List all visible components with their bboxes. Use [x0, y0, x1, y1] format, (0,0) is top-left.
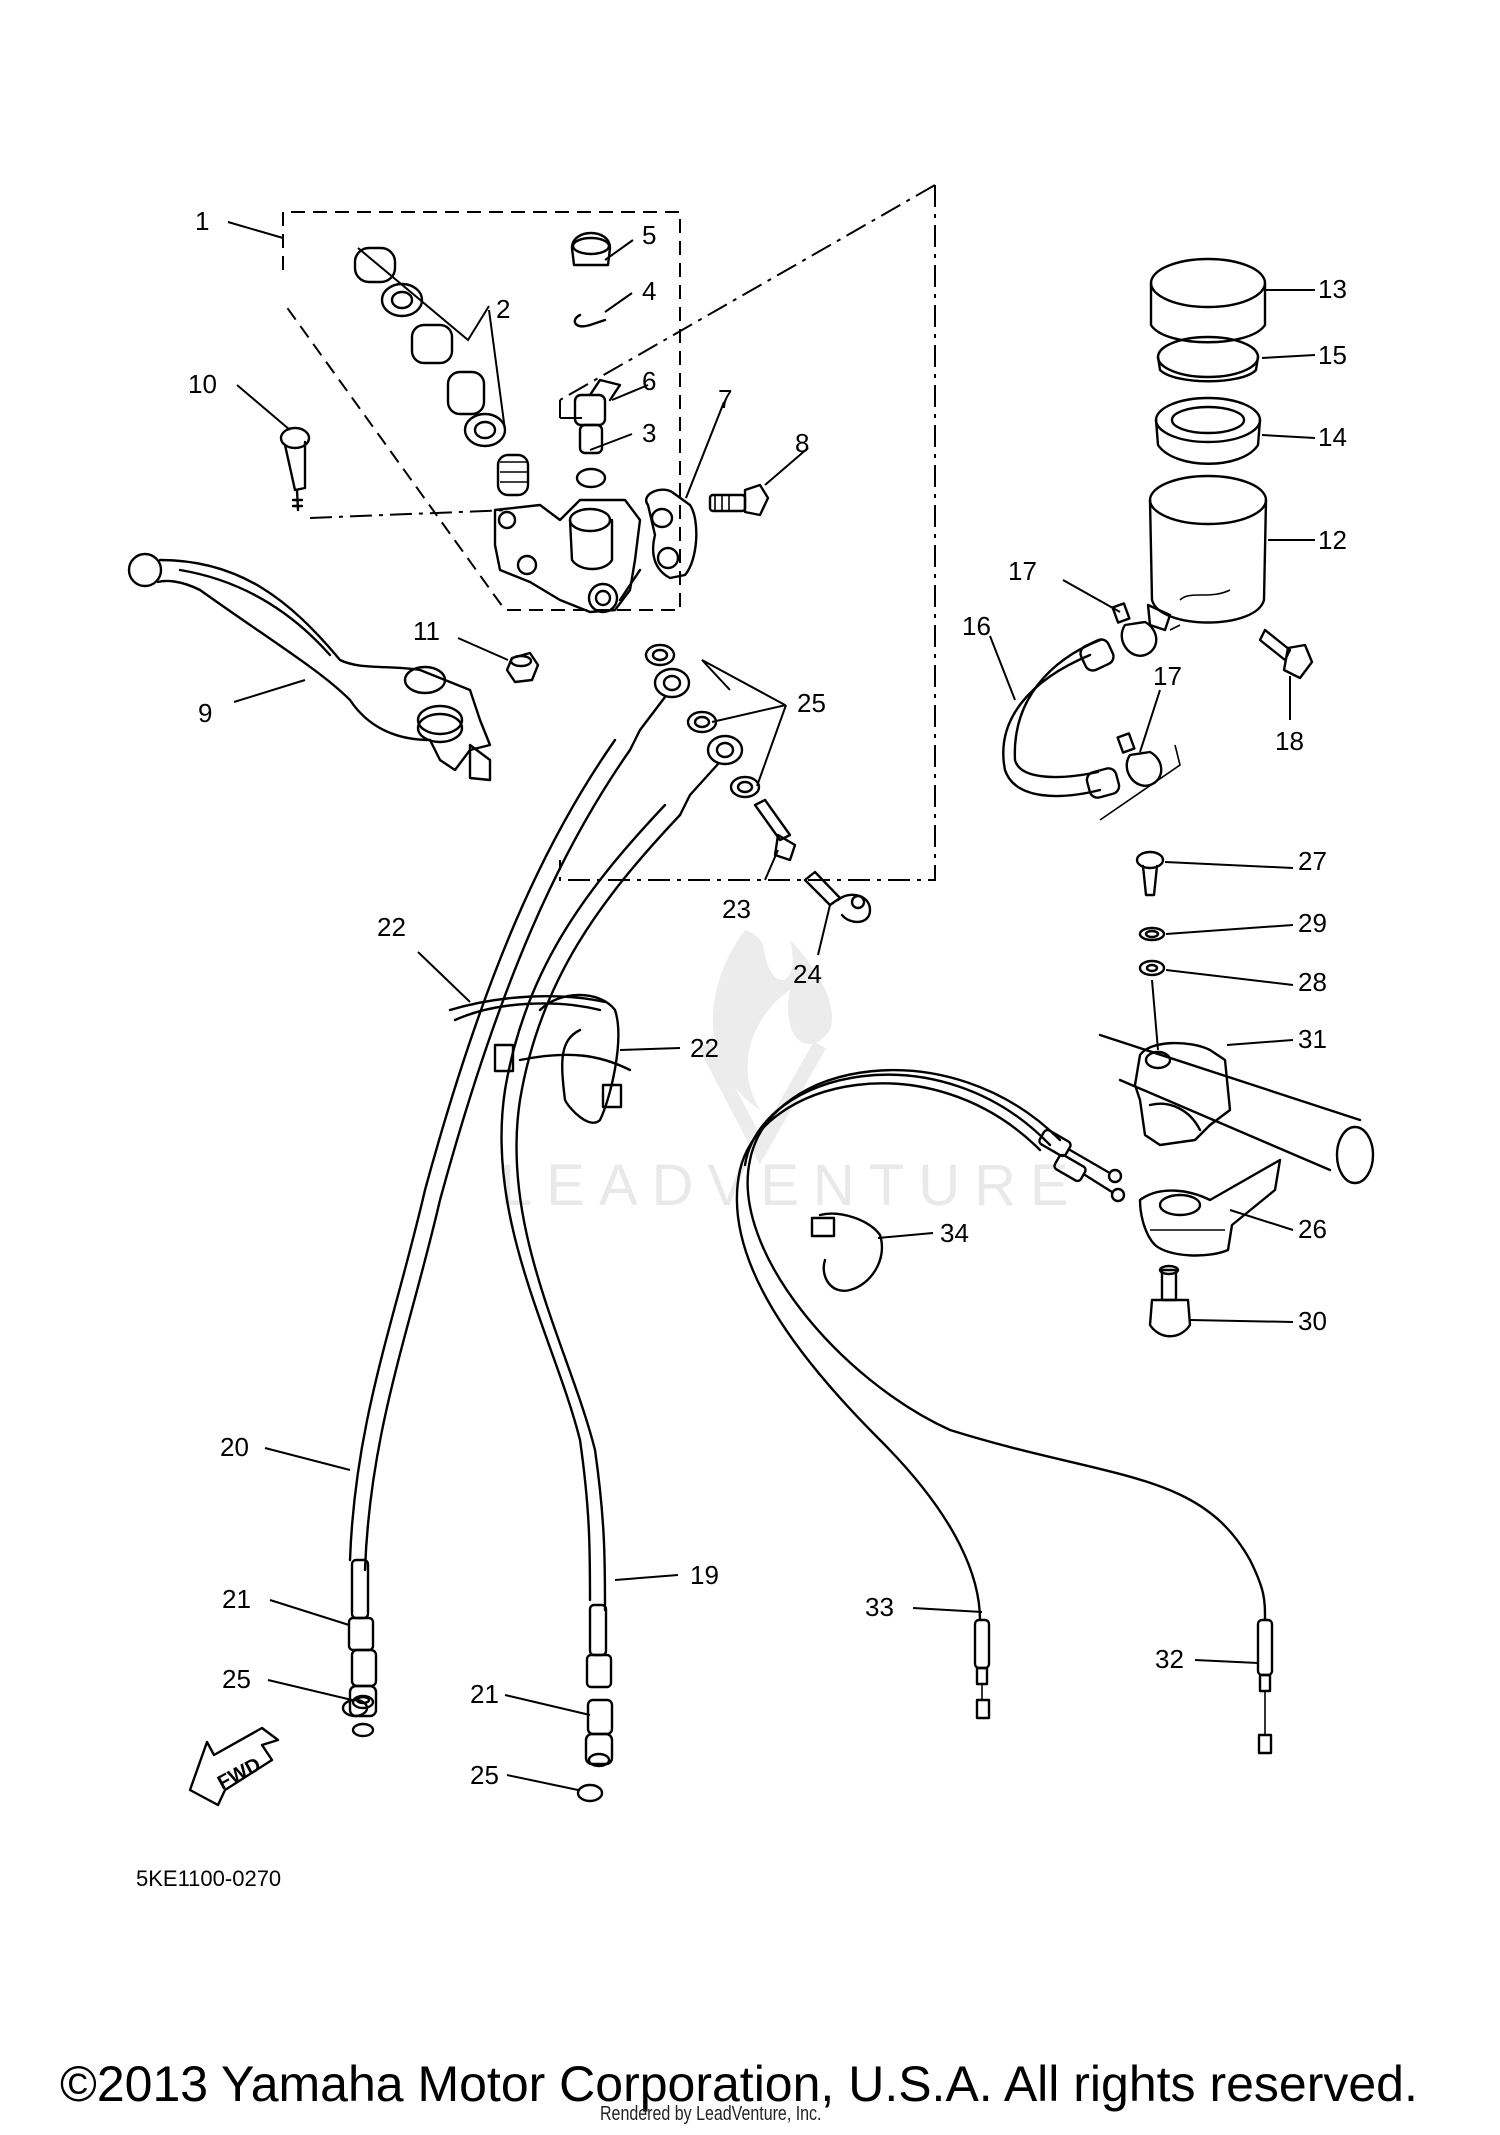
- hose-clamps: [448, 993, 632, 1124]
- callout-32: 32: [1155, 1644, 1184, 1674]
- diagram-code: 5KE1100-0270: [136, 1866, 282, 1891]
- callout-15: 15: [1318, 340, 1347, 370]
- callout-23: 23: [722, 894, 751, 924]
- cable-clamp: [810, 1212, 883, 1292]
- piston-kit-parts: [353, 246, 530, 497]
- fwd-label: FWD: [214, 1754, 265, 1795]
- callout-3: 3: [642, 418, 656, 448]
- callout-12: 12: [1318, 525, 1347, 555]
- callout-4: 4: [642, 276, 656, 306]
- callout-21b: 21: [470, 1679, 499, 1709]
- master-cylinder-body: [493, 498, 642, 614]
- callout-27: 27: [1298, 846, 1327, 876]
- pivot-bolt: [279, 426, 311, 512]
- callout-22a: 22: [377, 912, 406, 942]
- callout-31: 31: [1298, 1024, 1327, 1054]
- callout-17a: 17: [1008, 556, 1037, 586]
- callout-25c: 25: [470, 1760, 499, 1790]
- watermark: LEADVENTURE: [500, 930, 1083, 1218]
- reservoir-hose: [1002, 602, 1181, 821]
- throttle-grip-assembly: [1098, 850, 1375, 1338]
- bolt-8: [708, 483, 770, 517]
- callout-numbers: 1 2 5 4 6 3 7 8 10 11 9 13 15 14 12 17 1…: [188, 206, 1347, 1790]
- callout-33: 33: [865, 1592, 894, 1622]
- callout-24: 24: [793, 959, 822, 989]
- copyright-notice: ©2013 Yamaha Motor Corporation, U.S.A. A…: [60, 2056, 1418, 2112]
- throttle-cables: [735, 1069, 1274, 1755]
- rendered-by-credit: Rendered by LeadVenture, Inc.: [600, 2103, 822, 2125]
- callout-10: 10: [188, 369, 217, 399]
- brake-hoses: [347, 667, 744, 1689]
- callout-25b: 25: [222, 1664, 251, 1694]
- callout-30: 30: [1298, 1306, 1327, 1336]
- callout-5: 5: [642, 220, 656, 250]
- callout-26: 26: [1298, 1214, 1327, 1244]
- reservoir-assembly: [1146, 257, 1268, 632]
- bolt-18: [1258, 628, 1314, 680]
- callout-20: 20: [220, 1432, 249, 1462]
- reservoir-joint-parts: [570, 231, 622, 489]
- callout-29: 29: [1298, 908, 1327, 938]
- callout-17b: 17: [1153, 661, 1182, 691]
- callout-2: 2: [496, 294, 510, 324]
- callout-11: 11: [413, 616, 440, 646]
- callout-9: 9: [198, 698, 212, 728]
- nut-11: [505, 651, 540, 684]
- callout-28: 28: [1298, 967, 1327, 997]
- callout-8: 8: [795, 428, 809, 458]
- brake-lever: [127, 552, 492, 782]
- watermark-text: LEADVENTURE: [500, 1153, 1083, 1218]
- callout-19: 19: [690, 1560, 719, 1590]
- master-cylinder-kit-outline: [282, 184, 936, 881]
- union-bolts: [753, 798, 872, 924]
- callout-6: 6: [642, 366, 656, 396]
- callout-22b: 22: [690, 1033, 719, 1063]
- callout-34: 34: [940, 1218, 969, 1248]
- callout-16: 16: [962, 611, 991, 641]
- banjo-washers: [644, 643, 761, 799]
- callout-1: 1: [195, 206, 209, 236]
- callout-18: 18: [1275, 726, 1304, 756]
- callout-21a: 21: [222, 1584, 251, 1614]
- callout-7: 7: [718, 384, 732, 414]
- fwd-arrow: FWD: [188, 1726, 280, 1807]
- holder-bracket: [645, 488, 698, 580]
- bottom-union-parts: [341, 1648, 614, 1803]
- callout-14: 14: [1318, 422, 1347, 452]
- callout-13: 13: [1318, 274, 1347, 304]
- callout-25a: 25: [797, 688, 826, 718]
- leader-lines: [227, 221, 1316, 1791]
